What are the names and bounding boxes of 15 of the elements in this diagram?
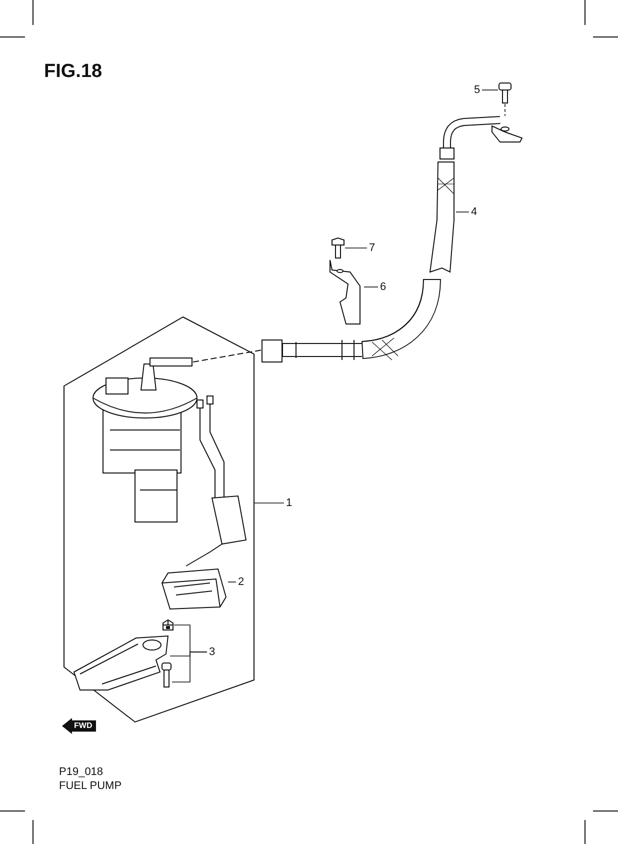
figure-title: FIG.18 bbox=[44, 61, 102, 83]
figure-caption: FUEL PUMP bbox=[59, 780, 122, 792]
leader-line bbox=[254, 502, 284, 504]
drawing-code: P19_018 bbox=[59, 766, 104, 778]
callout-number: 4 bbox=[469, 205, 479, 219]
leader-line bbox=[364, 286, 378, 288]
callout-number: 6 bbox=[378, 280, 388, 294]
forward-label: FWD bbox=[74, 721, 92, 731]
callout-number: 1 bbox=[284, 496, 294, 510]
leader-line bbox=[172, 652, 208, 682]
alignment-line bbox=[504, 104, 506, 116]
callout-number: 5 bbox=[472, 83, 482, 97]
callout-number: 3 bbox=[207, 645, 217, 659]
callout-number: 2 bbox=[236, 575, 246, 589]
callout-number: 7 bbox=[367, 241, 377, 255]
